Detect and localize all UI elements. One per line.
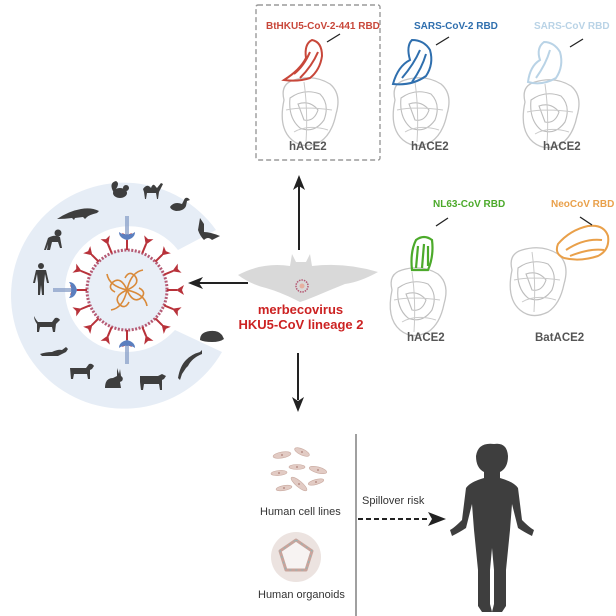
squirrel-icon [111,181,129,198]
highlight-box [255,4,381,161]
pointer-arrow-icon [579,216,593,226]
rbd-sars2 [391,38,433,86]
pointer-arrow-icon [435,217,449,227]
arrow-left-icon [188,277,248,289]
structure-bthku5-hace2 [281,33,341,147]
rabbit-icon [105,368,123,388]
hamster-icon [200,330,224,342]
spike-protein-icon [141,326,154,345]
structure-sars-hace2 [522,38,584,149]
pangolin-icon [57,208,99,220]
spillover-label: Spillover risk [362,495,425,507]
spike-protein-icon [167,285,184,295]
arrow-down-icon [292,353,304,412]
dog-icon [34,316,60,332]
rbd-label-sars2: SARS-CoV-2 RBD [414,21,498,32]
bat-icon [198,218,220,240]
rbd-neocov [555,224,610,261]
spike-protein-icon [154,246,171,263]
spillover-arrow-icon [358,512,446,526]
rbd-label-sars: SARS-CoV RBD [534,21,610,32]
receptor-left [53,282,77,298]
organoids-label: Human organoids [258,589,345,601]
rbd-sars [526,40,563,85]
receptor-label-3: hACE2 [543,141,581,153]
rbd-label-bthku5: BtHKU5-CoV-2-441 RBD [266,21,380,32]
duck-icon [170,197,190,211]
receptor-label-1: hACE2 [289,141,327,153]
spike-protein-icon [83,317,100,334]
cow-icon [140,374,166,390]
spike-protein-icon [100,235,113,254]
spike-protein-icon [141,235,154,254]
spike-protein-icon [72,263,91,276]
camel-icon [143,183,163,199]
rbd-bthku5 [281,38,324,82]
receptor-top [119,216,135,240]
rbd-nl63 [410,235,434,272]
dolphin-icon [178,350,202,380]
spike-protein-icon [163,263,182,276]
receptor-label-5: BatACE2 [535,332,585,344]
structure-sars2-hace2 [391,36,450,147]
virus-name-line1: merbecovirus [257,302,344,317]
ferret-icon [40,347,68,356]
spike-protein-icon [163,304,182,317]
genome-rna [106,269,148,311]
receptor-bottom [119,340,135,364]
pointer-arrow-icon [435,36,450,46]
virus-name-line2: HKU5-CoV lineage 2 [238,317,364,332]
human-icon [33,263,49,295]
rbd-label-nl63: NL63-CoV RBD [433,199,506,210]
chimpanzee-icon [44,229,62,250]
spike-protein-icon [100,326,113,345]
spike-protein-icon [72,304,91,317]
cell-lines-label: Human cell lines [260,506,341,518]
receptor-label-4: hACE2 [407,332,445,344]
arrow-up-icon [293,175,305,250]
structure-neocov-batace2 [509,216,610,317]
structure-nl63-hace2 [389,217,449,337]
goat-icon [70,363,94,379]
pointer-arrow-icon [569,38,584,48]
rbd-label-neocov: NeoCoV RBD [551,199,615,210]
spike-protein-icon [83,246,100,263]
receptor-label-2: hACE2 [411,141,449,153]
virion [70,233,184,347]
spike-protein-icon [154,317,171,334]
pointer-arrow-icon [326,33,341,43]
